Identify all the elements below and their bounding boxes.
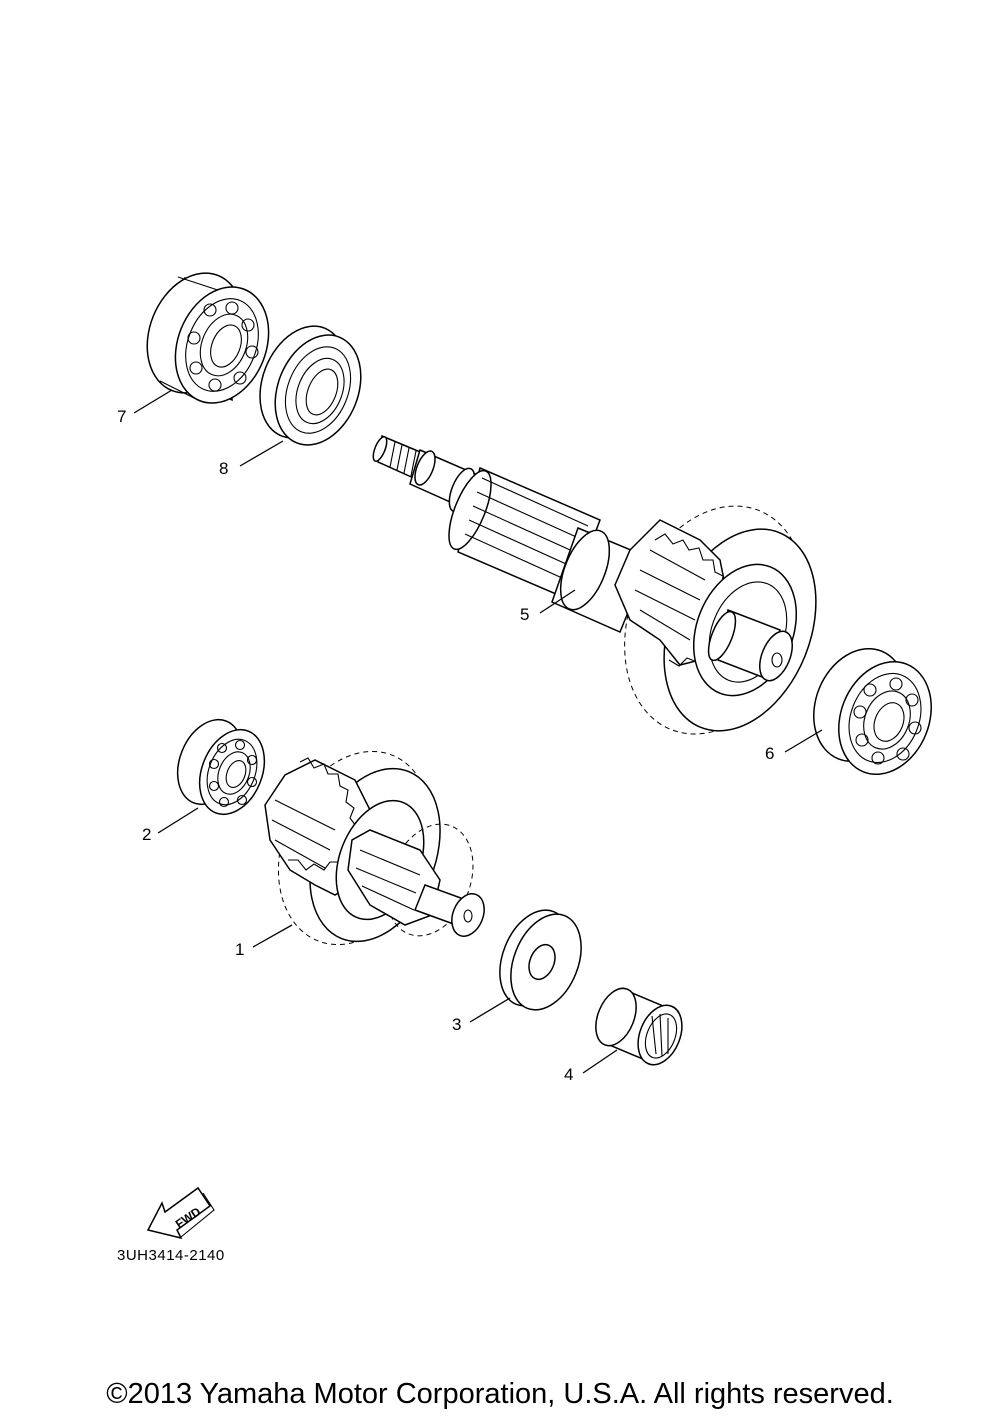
leader-lines xyxy=(133,389,823,1074)
callout-8: 8 xyxy=(219,459,229,478)
part-3-washer xyxy=(499,909,582,1011)
callout-5: 5 xyxy=(520,605,530,624)
callout-2: 2 xyxy=(142,825,152,844)
part-4-needle-bearing xyxy=(595,987,683,1066)
part-6-bearing xyxy=(813,648,932,775)
callout-6: 6 xyxy=(765,744,775,763)
part-8-bearing xyxy=(259,325,362,446)
callout-7: 7 xyxy=(117,407,127,426)
diagram-code: 3UH3414-2140 xyxy=(117,1247,225,1264)
part-5-shaft xyxy=(372,434,817,735)
part-2-bearing xyxy=(176,718,266,816)
fwd-arrow-icon xyxy=(146,1186,215,1240)
copyright-notice: ©2013 Yamaha Motor Corporation, U.S.A. A… xyxy=(106,1378,894,1410)
part-1-gear xyxy=(264,750,485,946)
callout-1: 1 xyxy=(235,940,245,959)
callout-3: 3 xyxy=(452,1015,462,1034)
part-7-bearing xyxy=(146,272,270,404)
callout-4: 4 xyxy=(564,1065,574,1084)
